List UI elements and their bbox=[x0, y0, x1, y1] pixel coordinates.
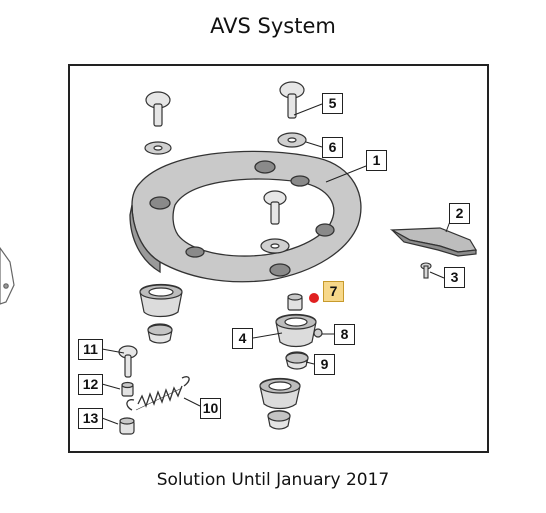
callout-4: 4 bbox=[232, 328, 253, 349]
washer-part-6 bbox=[277, 132, 307, 148]
callout-1: 1 bbox=[366, 150, 387, 171]
diagram-title: AVS System bbox=[210, 14, 336, 38]
sleeve-part-7 bbox=[287, 293, 303, 311]
nut-part-13 bbox=[119, 417, 135, 435]
stop-bottom bbox=[267, 410, 291, 430]
callout-7-highlighted: 7 bbox=[323, 281, 344, 302]
ring-plate bbox=[129, 150, 362, 283]
blade-part-2 bbox=[389, 227, 477, 257]
highlight-marker-dot bbox=[309, 293, 319, 303]
callout-5: 5 bbox=[322, 93, 343, 114]
spring-part-10 bbox=[126, 376, 190, 411]
leader-lines bbox=[101, 103, 453, 425]
damper-left-lower bbox=[147, 323, 173, 344]
bolt-top-left bbox=[144, 91, 172, 155]
bolt-center bbox=[260, 190, 290, 254]
callout-3: 3 bbox=[444, 267, 465, 288]
callout-2: 2 bbox=[449, 203, 470, 224]
callout-13: 13 bbox=[78, 408, 103, 429]
diagram-caption: Solution Until January 2017 bbox=[156, 470, 390, 490]
callout-8: 8 bbox=[334, 324, 355, 345]
bolt-part-5 bbox=[279, 81, 305, 119]
stop-part-9 bbox=[285, 351, 309, 370]
callout-6: 6 bbox=[322, 137, 343, 158]
bolt-part-11 bbox=[118, 345, 138, 378]
damper-bottom bbox=[259, 377, 301, 410]
adjacent-part-fragment bbox=[0, 246, 15, 305]
damper-left-upper bbox=[139, 283, 183, 318]
callout-12: 12 bbox=[78, 374, 103, 395]
screw-part-3 bbox=[420, 262, 432, 279]
callout-11: 11 bbox=[78, 339, 103, 360]
damper-part-4 bbox=[275, 313, 323, 348]
sleeve-part-12 bbox=[121, 381, 134, 397]
callout-9: 9 bbox=[314, 354, 335, 375]
callout-10: 10 bbox=[200, 398, 221, 419]
